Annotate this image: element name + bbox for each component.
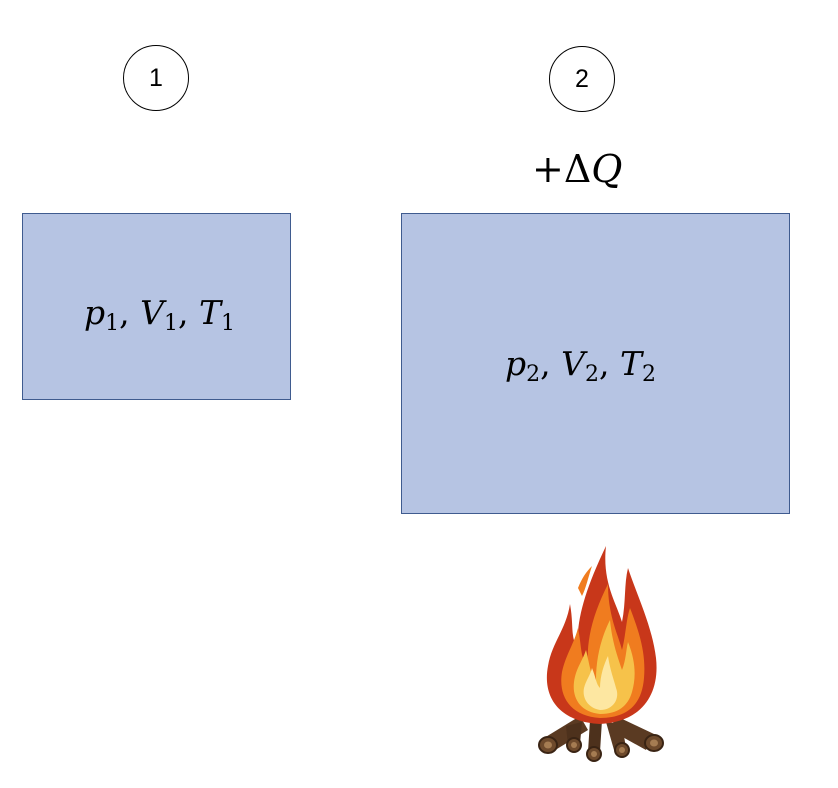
state-2-temperature-sub: 2 — [641, 362, 656, 387]
state-1-pressure-sub: 1 — [105, 311, 120, 336]
state-2-temperature: T — [619, 344, 642, 383]
state-2-variables: p2, V2, T2 — [505, 344, 656, 387]
gas-state-box-2 — [401, 213, 790, 514]
heat-delta: Δ — [563, 147, 592, 191]
state-2-pressure: p — [505, 344, 527, 383]
heat-symbol: Q — [591, 147, 623, 191]
state-2-volume-sub: 2 — [584, 362, 599, 387]
stage-1-number: 1 — [149, 63, 163, 92]
state-1-pressure: p — [84, 293, 106, 332]
state-2-pressure-sub: 2 — [526, 362, 541, 387]
state-1-temperature-sub: 1 — [220, 311, 235, 336]
campfire-flames — [546, 546, 657, 724]
stage-1-marker: 1 — [123, 45, 189, 111]
stage-2-marker: 2 — [549, 46, 615, 112]
state-1-variables: p1, V1, T1 — [84, 293, 235, 336]
heat-sign: + — [532, 147, 564, 191]
state-2-volume: V — [561, 344, 585, 383]
stage-2-number: 2 — [575, 64, 589, 93]
gas-state-box-1 — [22, 213, 291, 400]
campfire-logs — [538, 716, 664, 762]
state-1-temperature: T — [198, 293, 221, 332]
state-1-volume-sub: 1 — [163, 311, 178, 336]
heat-added-label: +ΔQ — [532, 150, 622, 188]
state-1-volume: V — [140, 293, 164, 332]
campfire-icon — [538, 546, 664, 762]
